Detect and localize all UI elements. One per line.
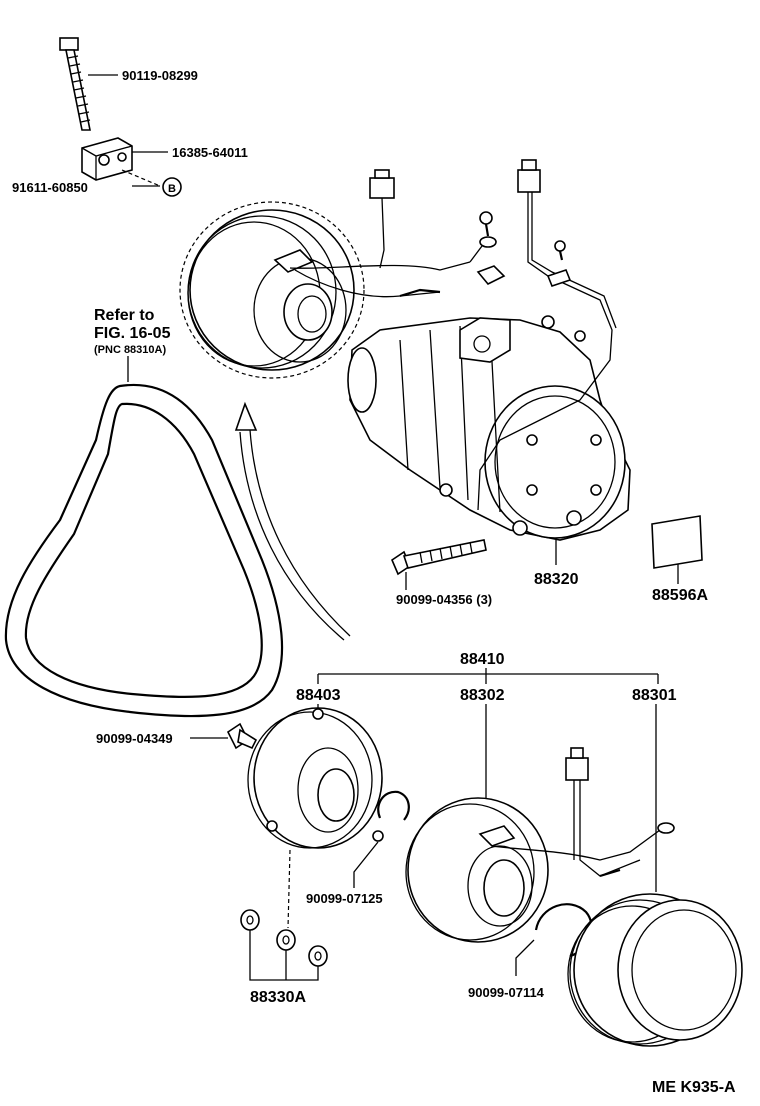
label-88403: 88403	[296, 687, 341, 704]
nut-circle-b	[162, 177, 182, 197]
label-88410: 88410	[460, 651, 505, 668]
diagram-code: ME K935-A	[652, 1079, 736, 1096]
label-90099-07125: 90099-07125	[306, 891, 383, 906]
leader-90099-07125	[353, 841, 379, 888]
label-88301: 88301	[632, 687, 677, 704]
bracket-88410	[317, 668, 659, 684]
label-88330A: 88330A	[250, 989, 306, 1006]
compressor-bolt-90099-04356	[391, 539, 487, 576]
pulley-88301	[567, 893, 743, 1047]
shims-88330A	[240, 909, 328, 967]
upper-clutch-wiring	[289, 169, 497, 298]
leader-90099-07114	[515, 939, 535, 976]
bracket-16385-64011	[81, 137, 133, 181]
label-90099-04356: 90099-04356 (3)	[396, 592, 492, 607]
compressor-88320	[347, 315, 631, 541]
stator-88302	[405, 797, 549, 943]
nut-marker-b: B	[168, 183, 176, 195]
label-16385-64011: 16385-64011	[172, 145, 248, 160]
label-88320: 88320	[534, 571, 579, 588]
label-90119-08299: 90119-08299	[122, 68, 198, 83]
belt-ref-line1: Refer to	[94, 307, 155, 324]
label-90099-07114: 90099-07114	[468, 985, 545, 1000]
stator-wiring	[491, 747, 675, 878]
hub-bolt-90099-04349	[226, 722, 258, 750]
label-90099-04349: 90099-04349	[96, 731, 173, 746]
label-plate-88596A	[651, 515, 703, 569]
snap-ring-90099-07125	[372, 790, 410, 842]
label-88596A: 88596A	[652, 587, 708, 604]
bolt-90119-08299	[59, 37, 91, 131]
belt-ref-line3: (PNC 88310A)	[94, 344, 166, 356]
leader-88330A	[249, 930, 319, 981]
upper-clutch-assembly	[179, 201, 365, 379]
label-88302: 88302	[460, 687, 505, 704]
clutch-hub-88403	[247, 707, 383, 849]
dashed-shim-link	[287, 849, 291, 929]
top-small-bolts	[476, 211, 566, 285]
v-belt	[4, 383, 284, 718]
compressor-wiring	[477, 159, 617, 511]
belt-ref-line2: FIG. 16-05	[94, 325, 171, 342]
label-91611-60850: 91611-60850	[12, 180, 88, 195]
assembly-arrow	[234, 401, 351, 641]
dashed-nut-link	[121, 169, 161, 187]
